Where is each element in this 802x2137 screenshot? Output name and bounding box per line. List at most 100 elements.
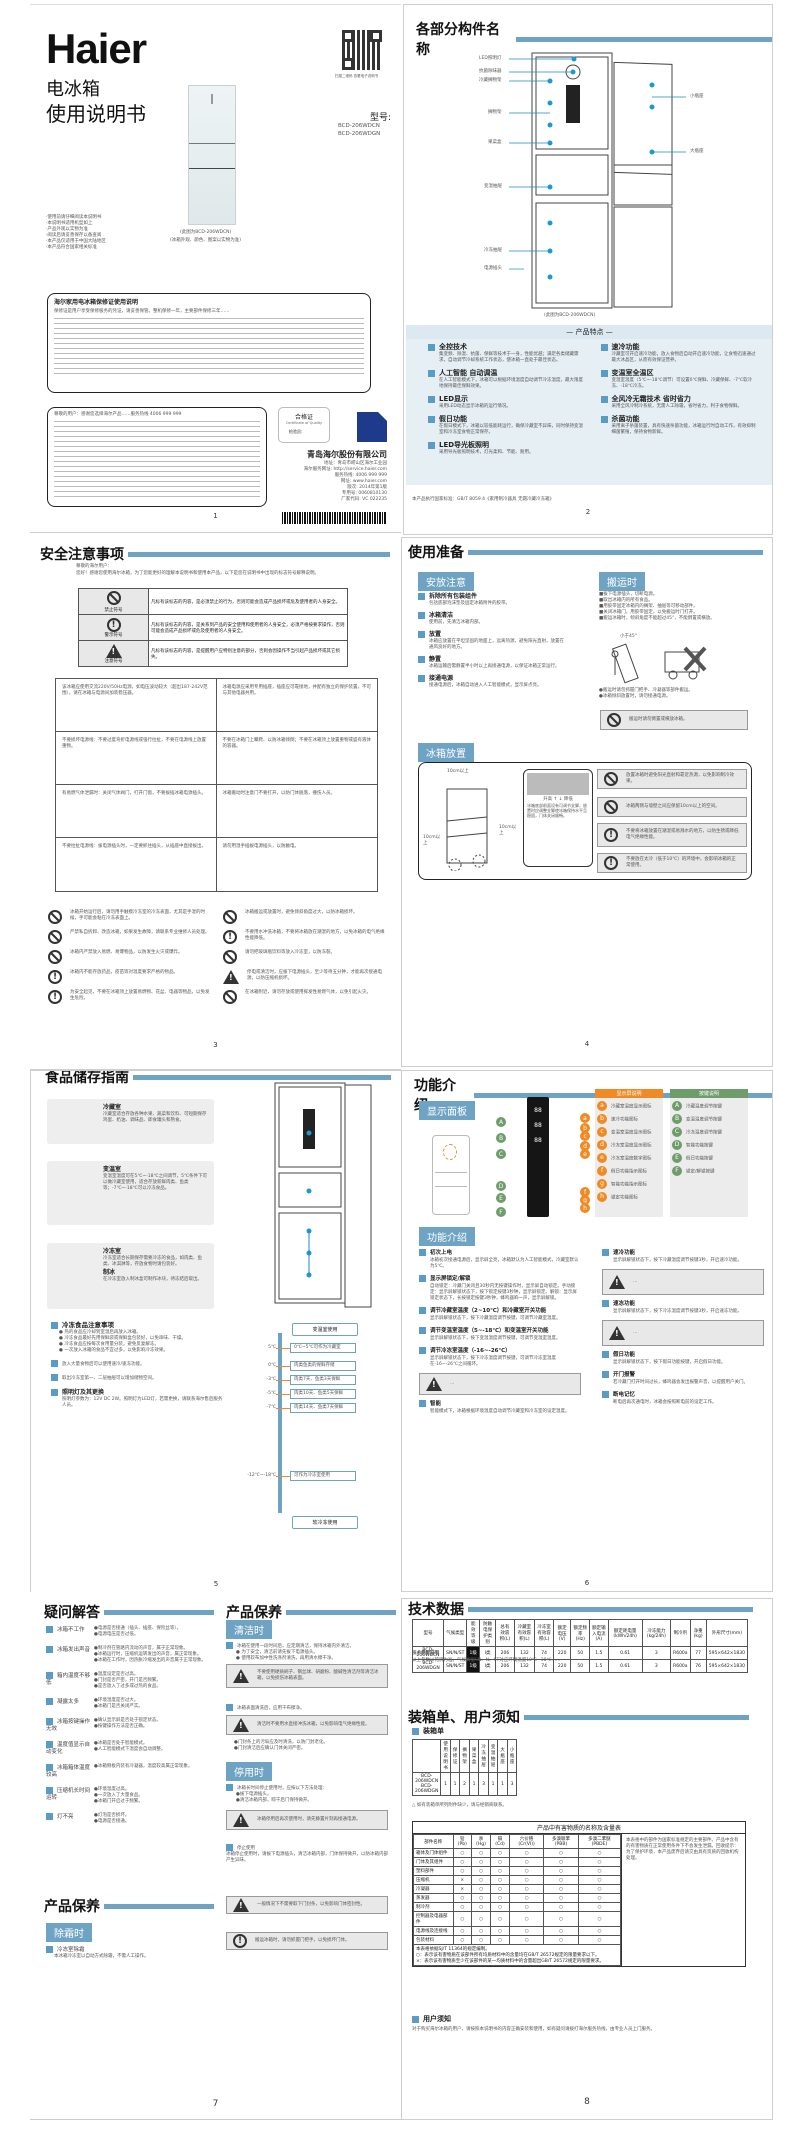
fridge-image	[188, 85, 236, 225]
part-label: 电源插头	[484, 266, 502, 271]
warning-a: 一般情况下不需要取下门封条，以免影响门体密封性。	[226, 1896, 388, 1914]
page-faq: 疑问解答 冰箱不工作●电源是否接通（插头、插座、保险丝等）。●电源电压是否过低。…	[30, 1600, 401, 2120]
page-parts: 各部分构件名称 LED照明灯 抗菌除味器 冷藏搁物架 搁物架 果菜盒 变温抽屉 …	[403, 4, 773, 535]
table-row: 冷凝器×○○○○○	[413, 1884, 622, 1894]
storage-fridge-diagram	[274, 1082, 372, 1308]
table-row: 禁止符号凡标有该标志的内容，是必须禁止的行为，否则可能会造成产品损坏或危及使用者…	[78, 588, 348, 615]
faq-list: 冰箱不工作●电源是否接通（插头、插座、保险丝等）。●电源电压是否过低。 冰箱发出…	[46, 1626, 226, 1833]
hazard-side-note: 本表格中的部件为国家标准规定的主要部件。产品中含有的有害物质在正常使用条件下不会…	[621, 1834, 745, 1966]
table-header: 部件名称铅(Pb)汞(Hg)镉(Cd)六价铬(Cr(VI))多溴联苯(PBB)多…	[413, 1834, 622, 1849]
function-warning: …	[602, 1269, 764, 1295]
faq-item: 压缩机长时间运转●环境温度过高。●一次放入了大量食品。●冰箱门开启过于频繁。	[46, 1787, 143, 1804]
tag-panel: 显示面板	[419, 1101, 475, 1120]
warning-icon: !	[604, 828, 618, 842]
safety-intro-2: 您好！感谢您使用海尔冰箱，为了您能更好的理解本说明书和使用本产品，以下是您在说明…	[76, 571, 319, 576]
feature-item: 速冷功能冷藏室可开启速冷功能，放入食物后自动开启速冷功能，让食物迅速通过最大冰晶…	[600, 343, 760, 364]
section-title-tech: 技术数据	[408, 1599, 753, 1619]
rules-left: 冰箱开始运行后，请勿用手触摸冷冻室的冷冻表面，尤其是手湿的时候，手可能会粘在冷冻…	[48, 910, 213, 1010]
page-number: 6	[584, 1579, 590, 1587]
caution-icon	[426, 1377, 442, 1391]
section-title-prep: 使用准备	[408, 542, 763, 562]
rules-right: 冰箱搬运或放置时，避免倾斜角度过大，以防冰箱损坏。 !不要用水冲洗冰箱，不要将冰…	[223, 910, 388, 1010]
moving-illustration	[611, 643, 707, 684]
diagram-caption: (此图为BCD-206WDCN)	[544, 313, 596, 318]
caution-icon: △	[412, 1803, 417, 1808]
prohibit-icon	[604, 800, 618, 814]
move-list: ■拔下电源插头，切断电源。■取出冰箱内的所有食品。■用胶带固定冰箱内的搁架、抽屉…	[599, 592, 715, 621]
safety-intro-1: 尊敬的海尔用户：	[76, 564, 112, 569]
page-cover: Haier 电冰箱 使用说明书 扫描二维码 查看电子说明书 型号: BCD-20…	[30, 4, 401, 533]
prohibit-icon	[106, 590, 121, 605]
section-title-safety: 安全注意事项	[40, 544, 390, 564]
tag-intro: 功能介绍	[419, 1227, 475, 1246]
tech-notes-title: 技术参数说明	[412, 1651, 439, 1656]
warning-icon: !	[48, 990, 62, 1004]
notice-title: 用户须知	[412, 2015, 451, 2024]
tag-stop: 停用时	[226, 1762, 272, 1781]
tech-table: 型号气候类型能效等级防触电保护类别总有效容积(L)冷藏室有效容积(L)冷冻室有效…	[411, 1619, 749, 1673]
page-functions: 功能介绍 显示面板 88 88 88 ABC DEF abc de fgh 显示…	[401, 1070, 773, 1592]
prohibit-icon	[223, 950, 237, 964]
feature-item: 全风冷无霜技术 省时省力采用全风冷制冷系统，无需人工除霜，省时省力，利于食物保鲜…	[600, 395, 760, 410]
feature-item: LED显示采用LED动态显示冰箱的运行情况。	[428, 395, 587, 410]
qr-code	[342, 30, 382, 70]
company-name: 青岛海尔股份有限公司	[307, 450, 387, 459]
zone-card: 冷冻室冷冻室适合长期保存需要冷冻的食品，如肉类、鱼类、冰淇淋等，存放食物时请包装…	[47, 1243, 214, 1309]
page-number: 7	[212, 2099, 219, 2109]
part-label: 抗菌除味器	[479, 69, 502, 74]
tech-notes: 以上参数以铭牌为准。气候类型SN、N、ST对应环境温度10℃~38℃……	[412, 1658, 561, 1663]
faq-item: 温度值显示自动变化●冰箱是否处于智能模式。●人工智能模式下温度会自动调整。	[46, 1741, 166, 1755]
image-caption-2: (冰箱外观、颜色、图案以实物为准)	[170, 238, 242, 243]
tag-place: 冰箱放置	[418, 743, 474, 762]
table-row: 注意符号凡标有该标志的内容，是提醒用户应特别注意的部分，否则会因操作不当引起产品…	[78, 640, 348, 667]
caution-icon	[609, 1275, 625, 1289]
zone-card: 变温室变温室温度可在5℃~-18℃之间调节，5℃条件下可以做冷藏室使用，适合存放…	[47, 1161, 214, 1225]
caution-icon	[105, 643, 122, 658]
faq-item: 冰箱发出声音●制冷剂在管路内流动的声音，属于正常现象。●冰箱运行时，压缩机运转发…	[46, 1646, 226, 1664]
model-2: BCD-206WDGN	[338, 131, 381, 137]
function-warning: …	[419, 1373, 581, 1395]
page-storage: 食品储存指南 冷藏室冷藏室适合存放各种水果、蔬菜和饮料、可短期保存鸡蛋、奶油、调…	[30, 1070, 401, 1592]
stop-use-section: 停止使用 冰箱停止使用时，请拔下电源插头，清洁冰箱内部，门体保持微开，以防冰箱内…	[226, 1844, 388, 1863]
warning-icon: !	[48, 970, 62, 984]
page-number: 1	[213, 512, 218, 520]
table-row: 箱体及门体组件○○○○○○	[413, 1848, 622, 1858]
company-info: 地址：青岛市崂山区海尔工业园 海尔服务网址: http://service.ha…	[303, 461, 387, 502]
table-header: 型号气候类型能效等级防触电保护类别总有效容积(L)冷藏室有效容积(L)冷冻室有效…	[411, 1619, 749, 1647]
notice-text: 对于购买海尔冰箱的用户，请按照本说明书的内容正确安装和使用，如有疑问请拨打海尔服…	[412, 2027, 655, 2032]
packing-caution: △ 如有装箱单所列附件缺少，请与经销商联系。	[412, 1803, 507, 1808]
placement-fridge	[446, 788, 488, 871]
prohibit-icon	[223, 910, 237, 924]
safety-grid: 该冰箱应使用交流220V/50Hz电源，如电压波动较大（超出187-242V范围…	[55, 678, 378, 892]
prohibit-icon	[48, 910, 62, 924]
part-label: 冷藏搁物架	[479, 78, 502, 83]
barcode	[282, 512, 387, 524]
feature-item: 变温室全温区变温室温度（5℃~-18℃调节）可设置0℃保鲜、冷藏保鲜、-7℃软冷…	[600, 369, 760, 390]
warning-b: !搬运冰箱时，请勿抓握门把手，以免损坏门体。	[226, 1932, 388, 1950]
table-row: 门体及其组件○○○○○○	[413, 1857, 622, 1867]
caution-icon	[233, 1718, 249, 1732]
part-label: 小瓶座	[690, 94, 704, 99]
section-title-parts: 各部分构件名称	[416, 19, 772, 59]
table-row: 压缩机×○○○○○	[413, 1875, 622, 1885]
table-row: 塑料部件○○○○○○	[413, 1866, 622, 1876]
prohibit-icon	[48, 950, 62, 964]
service-box: 尊敬的用户：感谢您选择海尔产品……服务热线 4006 999 999	[47, 407, 267, 507]
part-label: 大瓶座	[690, 149, 704, 154]
part-label: 变温抽屉	[484, 184, 502, 189]
hazard-table: 部件名称铅(Pb)汞(Hg)镉(Cd)六价铬(Cr(VI))多溴联苯(PBB)多…	[413, 1834, 622, 1966]
clean-section: 冰箱在使用一段时间后，应定期清洁，保持冰箱内外清洁。 ● 为了安全，清洁前请先拔…	[226, 1642, 388, 1662]
warning-icon: !	[106, 617, 121, 632]
prohibit-icon	[604, 772, 618, 786]
feature-item: 假日功能在假日模式下，冰箱以较低能耗运行，确保冷藏室不异味，同时保持变温室和冷冻…	[428, 415, 587, 436]
display-panel: 88 88 88	[527, 1097, 549, 1217]
table-row: 包装材料○○○○○○	[413, 1935, 622, 1945]
product-name: 电冰箱	[46, 79, 100, 100]
table-header: 使用说明书保修证搁物架果菜盒冷冻抽屉变温抽屉大瓶座小瓶座	[411, 1739, 518, 1773]
page-number: 3	[213, 1041, 218, 1049]
